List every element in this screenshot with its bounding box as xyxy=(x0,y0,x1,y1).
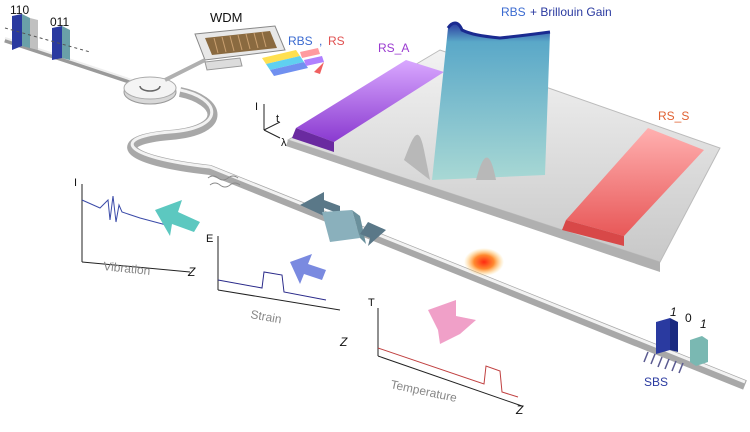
svg-text:,: , xyxy=(319,34,322,48)
svg-text:RBS: RBS xyxy=(501,5,526,19)
spectrum-axis-i: I xyxy=(255,101,258,113)
sbs-pump-bits-right xyxy=(643,318,708,374)
spectrum-prism-icon xyxy=(262,48,324,76)
rs-s-band xyxy=(562,128,704,246)
temperature-arrow-icon xyxy=(428,300,476,344)
rs-a-label: RS_A xyxy=(378,41,409,55)
spectrum-axis-lambda: λ xyxy=(281,137,287,149)
bits-label-011: 011 xyxy=(50,15,69,29)
spectrum-plot xyxy=(263,21,721,272)
strain-axis-z: Z xyxy=(339,335,348,349)
strain-plot xyxy=(217,236,341,311)
wdm-label: WDM xyxy=(210,10,243,25)
temperature-axis-t: T xyxy=(368,297,375,309)
svg-text:RBS: RBS xyxy=(288,34,313,48)
wdm-device xyxy=(164,25,286,82)
bit-right-1b: 1 xyxy=(700,317,707,331)
strain-label: Strain xyxy=(249,307,282,326)
rbs-brillouin-gain-label: RBS + Brillouin Gain xyxy=(501,5,612,19)
bidirectional-arrow-icon xyxy=(300,192,386,246)
strain-axis-e: E xyxy=(206,233,213,245)
rbs-rs-label: RBS , RS xyxy=(288,34,345,48)
bits-label-110: 110 xyxy=(10,3,29,17)
perturbation-wave-icon xyxy=(207,175,241,188)
rs-a-band xyxy=(292,60,444,152)
vibration-label: Vibration xyxy=(103,259,151,278)
svg-text:RS: RS xyxy=(328,34,345,48)
circulator xyxy=(123,76,177,105)
svg-text:+ Brillouin Gain: + Brillouin Gain xyxy=(530,5,612,19)
temperature-label: Temperature xyxy=(389,377,458,405)
spectrum-axis-t: t xyxy=(276,113,279,125)
temperature-plot xyxy=(377,300,523,407)
vibration-axis-z: Z xyxy=(187,265,196,279)
temperature-hotspot xyxy=(464,248,504,276)
bit-right-1: 1 xyxy=(670,305,677,319)
vibration-arrow-icon xyxy=(155,200,200,236)
strain-arrow-icon xyxy=(290,254,326,284)
spectrum-axes xyxy=(263,104,281,139)
rs-s-label: RS_S xyxy=(658,109,689,123)
bit-right-0: 0 xyxy=(685,311,692,325)
vibration-plot xyxy=(81,184,200,273)
rbs-brillouin-peak xyxy=(404,21,551,180)
vibration-axis-i: I xyxy=(74,177,77,189)
input-pulse-bits-left xyxy=(4,14,91,60)
sbs-label: SBS xyxy=(644,375,668,389)
temperature-axis-z: Z xyxy=(515,403,524,417)
